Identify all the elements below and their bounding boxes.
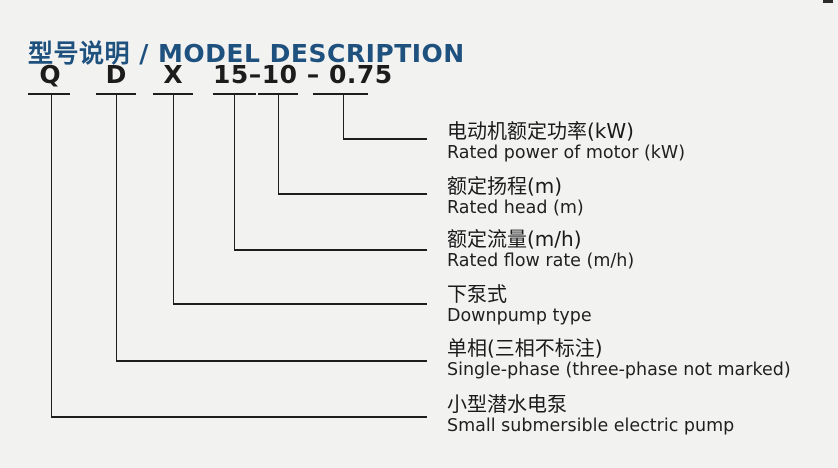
- connector-hline-flow: [233, 249, 427, 251]
- model-code-letter-x: X: [163, 60, 183, 89]
- underline-power: [313, 93, 368, 95]
- label-downpump-type-zh: 下泵式: [447, 282, 507, 306]
- underline-q: [28, 93, 70, 95]
- label-single-phase-en: Single-phase (three-phase not marked): [447, 360, 791, 380]
- label-rated-head-zh: 额定扬程(m): [447, 174, 563, 198]
- label-rated-flow-zh: 额定流量(m/h): [447, 227, 582, 251]
- connector-vline-q: [50, 93, 52, 418]
- label-rated-flow-en: Rated flow rate (m/h): [447, 251, 635, 271]
- connector-vline-x: [172, 93, 174, 305]
- label-rated-power: 电动机额定功率(kW) Rated power of motor (kW): [447, 120, 685, 164]
- label-pump-type: 小型潜水电泵 Small submersible electric pump: [447, 393, 734, 437]
- connector-hline-x: [172, 303, 427, 305]
- label-rated-power-en: Rated power of motor (kW): [447, 143, 686, 163]
- label-single-phase-zh: 单相(三相不标注): [447, 336, 603, 360]
- connector-hline-q: [50, 416, 427, 418]
- label-rated-flow: 额定流量(m/h) Rated flow rate (m/h): [447, 228, 634, 272]
- connector-vline-flow: [233, 93, 235, 251]
- connector-vline-power: [342, 93, 344, 140]
- model-code-letter-q: Q: [39, 60, 61, 89]
- label-rated-power-zh: 电动机额定功率(kW): [447, 119, 634, 143]
- label-single-phase: 单相(三相不标注) Single-phase (three-phase not …: [447, 337, 791, 381]
- section-title: 型号说明 / MODEL DESCRIPTION: [28, 38, 465, 68]
- connector-hline-d: [115, 360, 427, 362]
- connector-hline-head: [277, 193, 427, 195]
- model-code-letter-d: D: [105, 60, 127, 89]
- label-pump-type-en: Small submersible electric pump: [447, 416, 735, 436]
- label-downpump-type-en: Downpump type: [447, 306, 592, 326]
- label-pump-type-zh: 小型潜水电泵: [447, 392, 567, 416]
- label-downpump-type: 下泵式 Downpump type: [447, 283, 592, 327]
- connector-vline-head: [277, 93, 279, 195]
- connector-hline-power: [342, 138, 427, 140]
- label-rated-head-en: Rated head (m): [447, 198, 584, 218]
- model-code-numbers: 15–10 – 0.75: [213, 60, 393, 89]
- page-edge-artifact: [823, 0, 833, 3]
- connector-vline-d: [115, 93, 117, 362]
- label-rated-head: 额定扬程(m) Rated head (m): [447, 175, 584, 219]
